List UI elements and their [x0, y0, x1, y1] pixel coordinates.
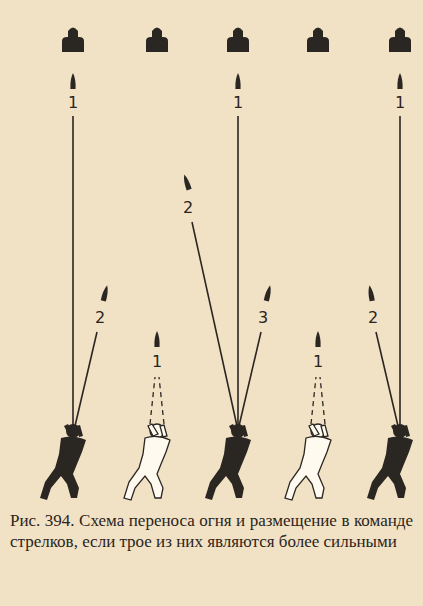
fire-line	[192, 222, 237, 426]
bullet-marks	[70, 73, 402, 347]
fire-line	[399, 116, 401, 426]
target-silhouette	[307, 28, 329, 53]
callout-number: 1	[231, 94, 245, 112]
strong-shooter	[367, 424, 413, 500]
weak-shooter	[285, 424, 331, 500]
strong-shooter	[205, 424, 251, 500]
bullet-mark	[315, 331, 320, 347]
fire-line	[376, 332, 398, 426]
callout-number: 3	[256, 309, 270, 327]
target-silhouette	[389, 28, 411, 53]
callout-number: 2	[366, 309, 380, 327]
target-silhouette	[62, 28, 84, 53]
fire-line	[239, 332, 261, 426]
bullet-mark	[182, 174, 192, 191]
bullet-mark	[70, 73, 75, 89]
bullet-mark	[101, 285, 110, 302]
shooters	[40, 424, 413, 500]
dashed-fire-line	[150, 377, 155, 424]
bullet-mark	[264, 285, 273, 302]
bullet-mark	[154, 331, 159, 347]
bullet-mark	[367, 285, 375, 302]
bullet-mark	[397, 73, 402, 89]
callout-number: 1	[150, 353, 164, 371]
fire-lines	[73, 116, 400, 426]
dashed-fire-line	[320, 377, 325, 424]
target-silhouette	[146, 28, 168, 53]
dashed-fire-line	[311, 377, 316, 424]
target-silhouette	[227, 28, 249, 53]
callout-number: 1	[66, 94, 80, 112]
strong-shooter	[40, 424, 86, 500]
callout-number: 1	[311, 353, 325, 371]
callout-number: 2	[181, 199, 195, 217]
callout-number: 1	[393, 94, 407, 112]
fire-line	[72, 116, 74, 426]
fire-line	[75, 332, 97, 426]
figure-caption: Рис. 394. Схема переноса огня и размещен…	[10, 510, 413, 552]
callout-number: 2	[93, 309, 107, 327]
target-row	[62, 28, 411, 53]
weak-shooter	[124, 424, 170, 500]
bullet-mark	[235, 73, 240, 89]
fire-line	[237, 116, 239, 426]
dashed-fire-line	[159, 377, 164, 424]
